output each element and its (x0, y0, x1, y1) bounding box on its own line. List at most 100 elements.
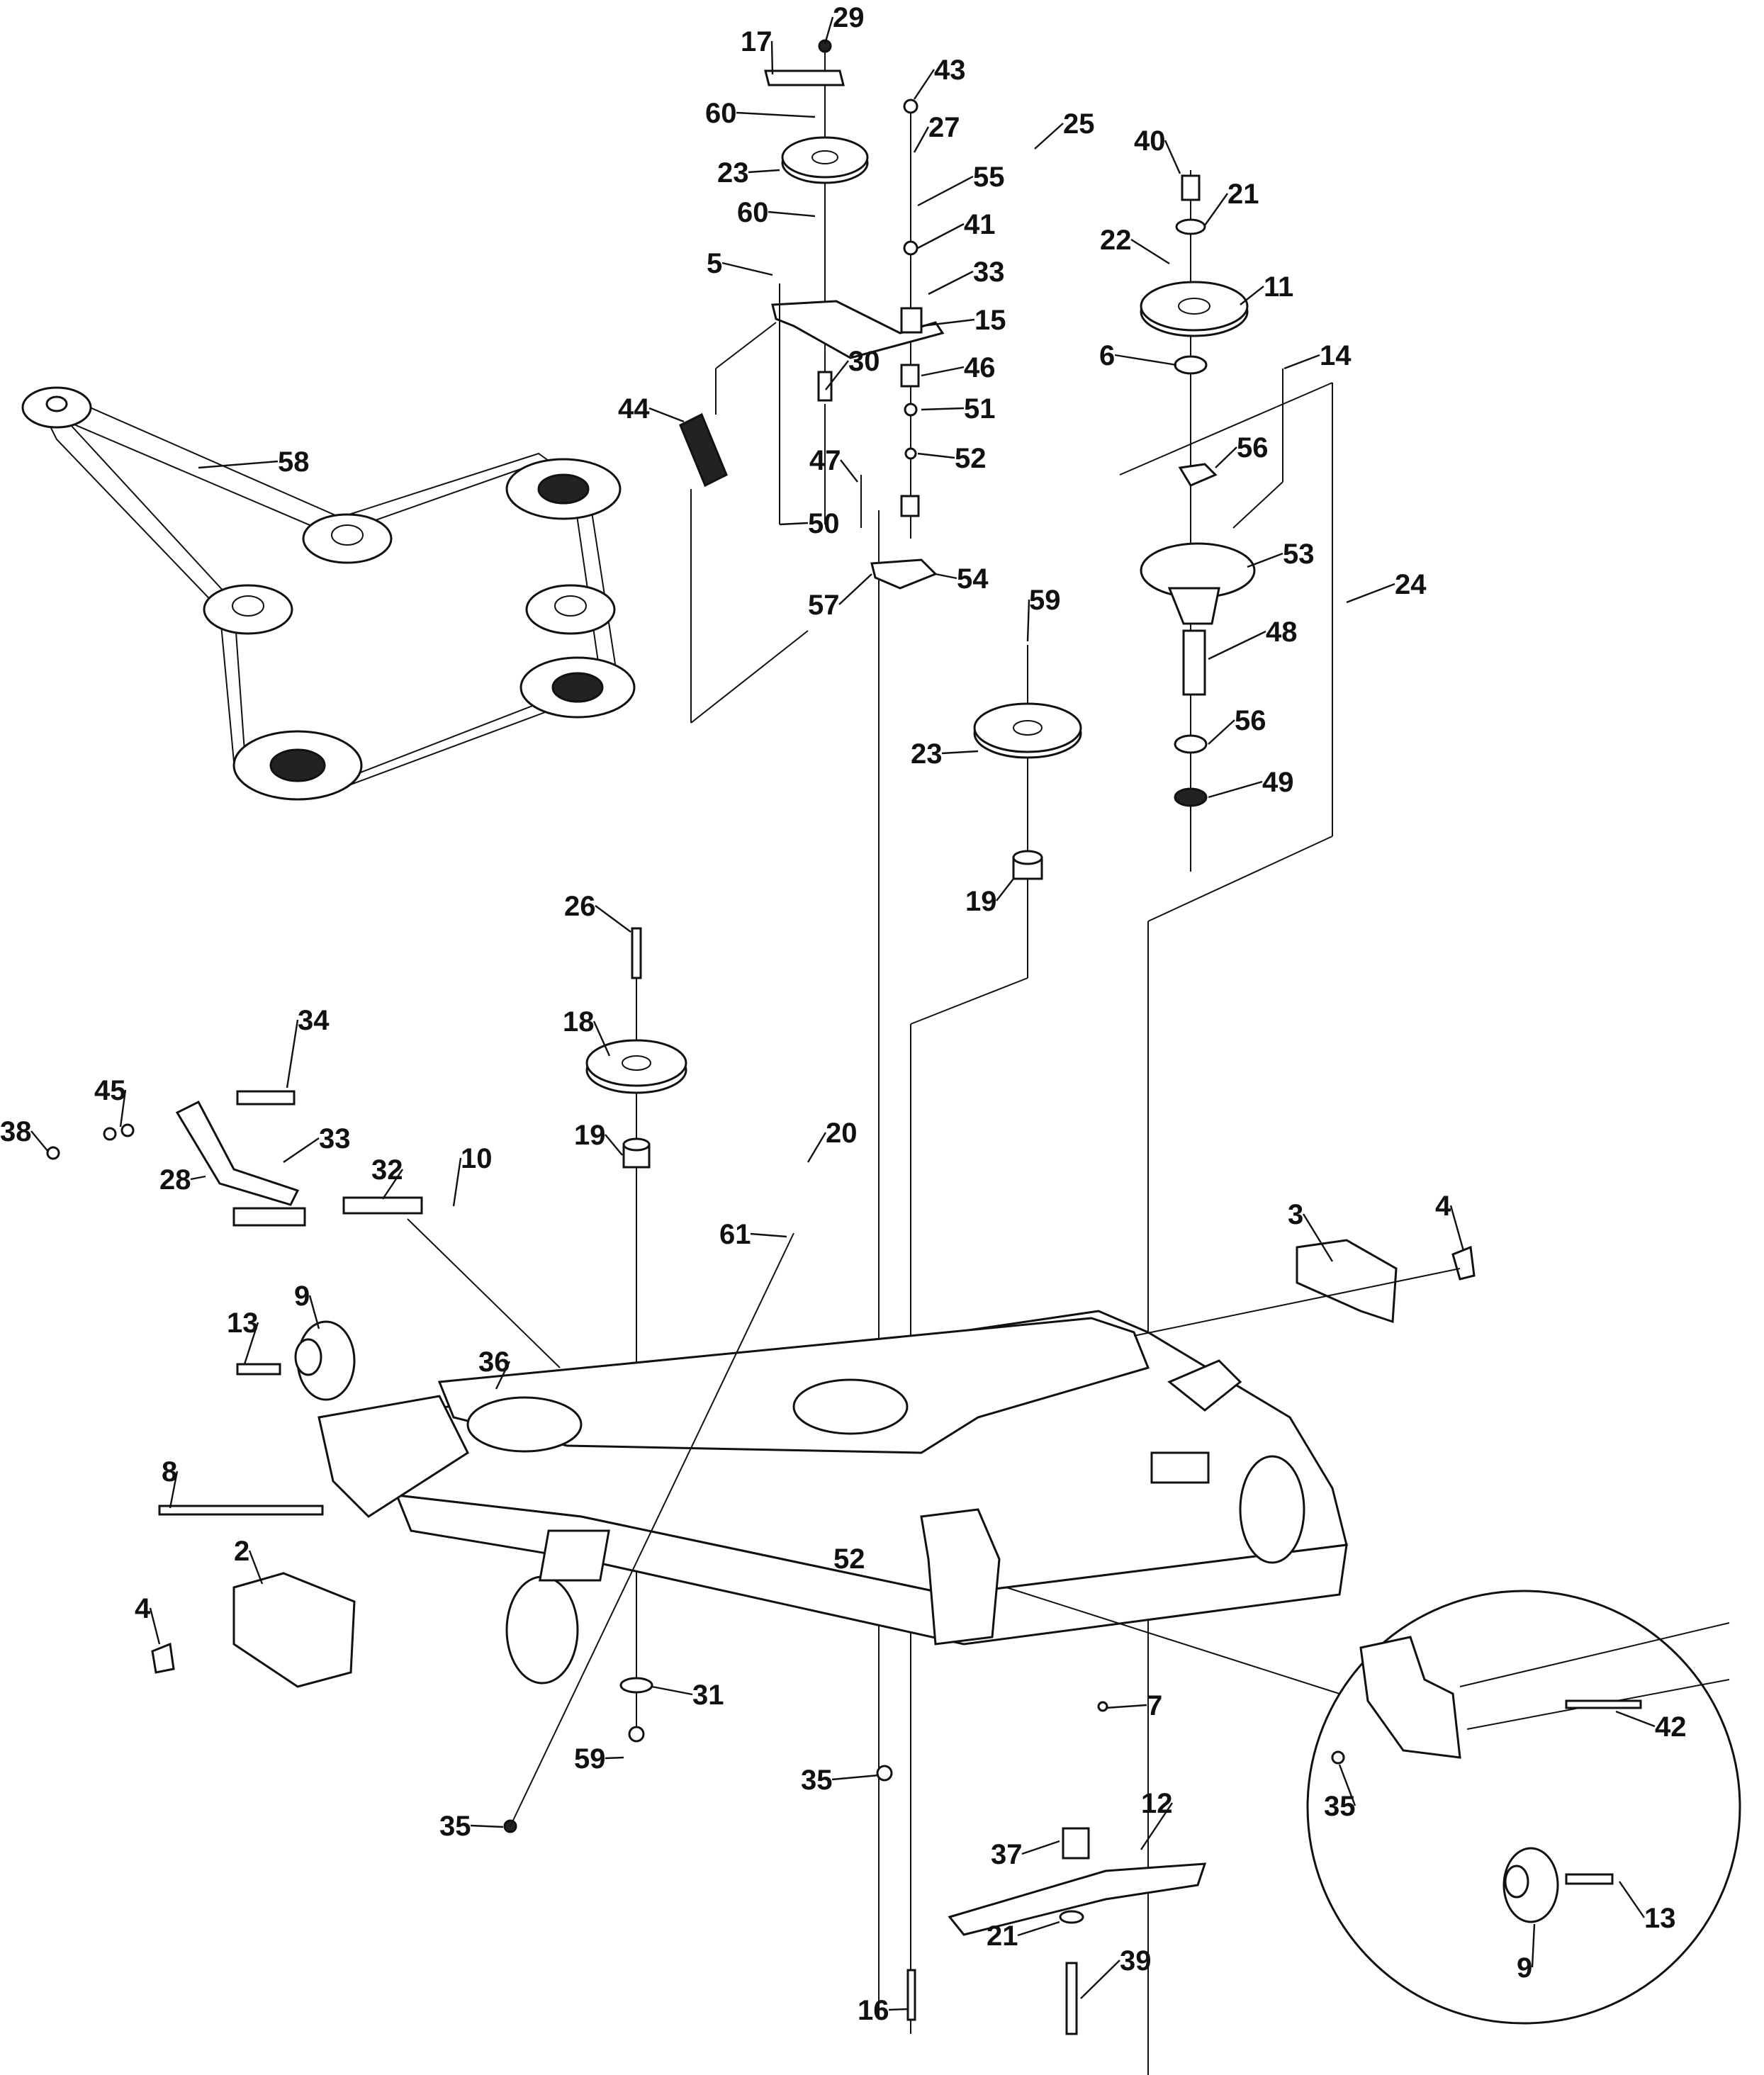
part-callout: 35 (1324, 1791, 1356, 1822)
part-callout: 42 (1655, 1711, 1687, 1743)
part-callout: 59 (574, 1743, 606, 1775)
callout-leader (283, 1137, 320, 1163)
part-callout: 4 (1435, 1191, 1451, 1222)
callout-leader (1208, 719, 1235, 745)
part-callout: 7 (1147, 1690, 1162, 1721)
part-callout: 27 (928, 112, 960, 143)
part-callout: 35 (801, 1765, 833, 1796)
callout-leader (824, 16, 834, 45)
spring-44 (679, 322, 809, 724)
part-callout: 30 (848, 346, 880, 377)
part-callout: 59 (1029, 585, 1061, 616)
part-callout: 32 (371, 1154, 403, 1186)
callout-leader (807, 1132, 827, 1163)
part-callout: 35 (439, 1811, 471, 1842)
callout-leader (825, 360, 849, 390)
parts-drawing (21, 39, 1741, 2075)
callout-leader (1105, 1704, 1147, 1709)
part-callout: 43 (934, 55, 966, 86)
part-callout: 48 (1266, 617, 1298, 648)
callout-leader (935, 573, 957, 580)
part-callout: 26 (564, 891, 596, 922)
part-callout: 60 (705, 98, 737, 129)
chute-brackets (151, 1239, 1476, 1688)
callout-leader (119, 1089, 127, 1128)
callout-leader (308, 1295, 320, 1329)
callout-leader (921, 318, 975, 327)
callout-leader (198, 460, 279, 469)
lift-linkage (46, 1090, 561, 1368)
part-callout: 52 (955, 443, 987, 474)
callout-leader (913, 126, 930, 153)
part-callout: 2 (234, 1536, 249, 1567)
callout-leader (243, 1322, 259, 1365)
idler-pulley-left (585, 927, 687, 1743)
part-callout: 57 (808, 590, 840, 621)
part-callout: 28 (159, 1164, 191, 1196)
callout-leader (1204, 193, 1228, 226)
callout-leader (917, 175, 974, 207)
part-callout: 15 (974, 305, 1006, 336)
part-callout: 61 (719, 1219, 751, 1250)
part-callout: 53 (1283, 539, 1315, 570)
deck-size-badge: 52 (833, 1543, 865, 1575)
callout-leader (30, 1130, 49, 1152)
part-callout: 46 (964, 352, 996, 383)
part-callout: 36 (478, 1346, 510, 1378)
callout-leader (1026, 599, 1030, 642)
part-callout: 41 (964, 209, 996, 240)
idler-pulley-center (910, 645, 1082, 2034)
callout-leader (996, 878, 1014, 901)
callout-leader (648, 407, 685, 423)
callout-leader (921, 407, 965, 411)
mower-deck-body (318, 1310, 1348, 1685)
part-callout: 12 (1141, 1788, 1173, 1819)
part-callout: 25 (1063, 108, 1095, 140)
callout-leader (1017, 1921, 1060, 1937)
callout-leader (1240, 286, 1264, 305)
part-callout: 9 (1517, 1952, 1532, 1984)
gauge-wheel (158, 1320, 356, 1516)
part-callout: 33 (319, 1123, 351, 1154)
part-callout: 13 (1644, 1903, 1676, 1934)
part-callout: 33 (973, 257, 1005, 288)
callout-leader (1449, 1205, 1465, 1252)
callout-leader (768, 210, 816, 218)
callout-leader (495, 1361, 511, 1390)
callout-leader (1208, 630, 1266, 660)
part-callout: 24 (1395, 569, 1427, 600)
callout-leader (917, 223, 965, 249)
part-callout: 23 (911, 738, 943, 770)
part-callout: 22 (1100, 225, 1132, 256)
part-callout: 55 (973, 162, 1005, 193)
callout-leader (1140, 1802, 1173, 1850)
part-callout: 38 (0, 1116, 32, 1147)
callout-leader (1302, 1213, 1334, 1262)
part-callout: 47 (809, 445, 841, 476)
part-callout: 40 (1134, 125, 1166, 157)
part-callout: 60 (737, 197, 769, 228)
part-callout: 56 (1237, 432, 1269, 463)
part-callout: 19 (574, 1120, 606, 1151)
part-callout: 21 (1228, 179, 1259, 210)
callout-leader (770, 40, 774, 75)
callout-leader (1208, 780, 1263, 799)
callout-leader (941, 750, 979, 755)
callout-leader (605, 1134, 623, 1156)
part-callout: 39 (1120, 1945, 1152, 1976)
part-callout: 17 (741, 26, 773, 57)
part-callout: 16 (858, 1995, 889, 2026)
callout-leader (286, 1019, 299, 1089)
part-callout: 9 (294, 1281, 310, 1312)
part-callout: 3 (1288, 1199, 1303, 1230)
callout-leader (1615, 1710, 1656, 1728)
callout-leader (149, 1607, 161, 1645)
callout-leader (888, 2008, 908, 2011)
callout-leader (190, 1175, 206, 1181)
callout-leader (840, 459, 858, 483)
part-callout: 45 (94, 1075, 126, 1106)
part-callout: 18 (563, 1006, 595, 1038)
callout-leader (470, 1824, 504, 1828)
callout-leader (1114, 354, 1177, 366)
idler-arm-assembly (764, 39, 945, 2020)
